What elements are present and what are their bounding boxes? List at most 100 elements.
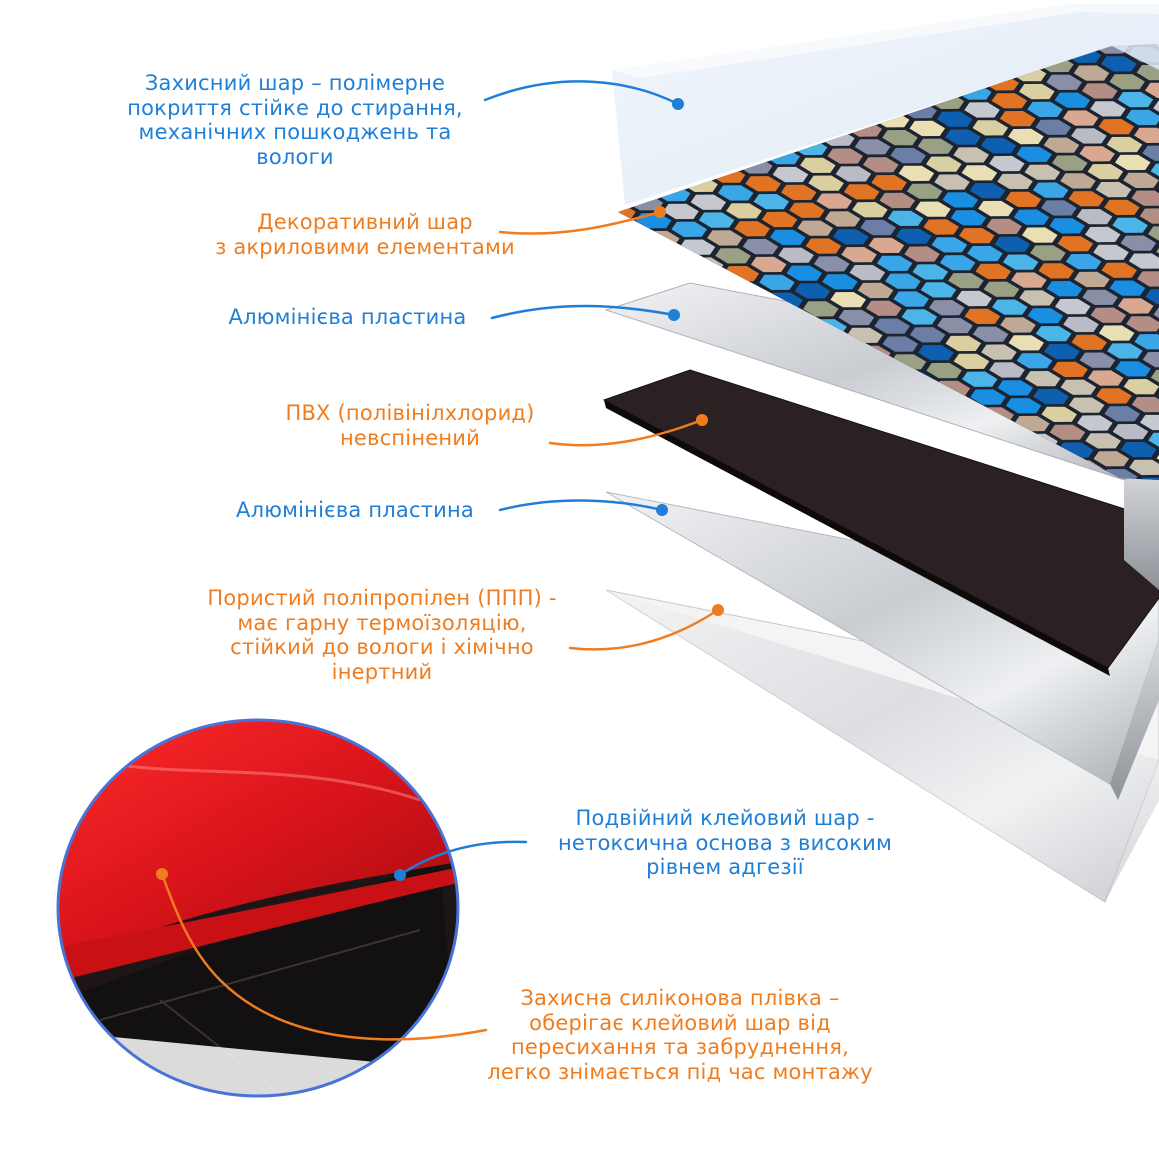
hex-tile — [794, 283, 831, 299]
hex-tile — [936, 111, 973, 127]
hex-tile — [1076, 209, 1113, 225]
hex-tile — [1060, 379, 1097, 395]
hex-tile — [1093, 244, 1129, 260]
hex-tile — [860, 219, 896, 236]
label-silicone-film: Захисна силіконова плівка – оберігає кле… — [487, 986, 873, 1084]
leader-aluminium1 — [490, 304, 676, 320]
hex-tile — [1085, 433, 1121, 449]
hex-tile — [1063, 316, 1099, 333]
dot-decorative — [654, 206, 666, 218]
hex-tile — [1041, 406, 1077, 422]
hex-tile — [918, 345, 954, 361]
hex-tile — [1057, 236, 1094, 252]
hex-tile — [1125, 109, 1159, 126]
leader-decorative — [498, 210, 662, 235]
hex-tile — [989, 362, 1025, 378]
hex-tile — [1074, 271, 1110, 288]
hex-tile — [1005, 398, 1042, 414]
hex-tile — [1038, 263, 1074, 279]
hex-tile — [1101, 262, 1137, 278]
hex-tile — [868, 237, 905, 254]
hex-tile — [717, 185, 754, 201]
leader-adhesive — [398, 840, 528, 877]
hex-tile — [887, 210, 924, 226]
label-protective-layer: Захисний шар – полімерне покриття стійке… — [127, 71, 463, 169]
hex-tile — [967, 245, 1003, 262]
hex-tile — [1011, 272, 1047, 288]
hex-tile — [964, 308, 1001, 324]
hex-tile — [890, 147, 926, 164]
hex-tile — [1145, 82, 1159, 98]
hex-tile — [1148, 432, 1159, 448]
hex-tile — [816, 193, 853, 209]
hex-tile — [1062, 110, 1099, 126]
dot-adhesive — [394, 869, 406, 881]
leader-silicone — [160, 872, 488, 1041]
hex-tile — [989, 155, 1025, 172]
hex-tile — [1024, 164, 1061, 180]
hex-tile — [1128, 253, 1159, 269]
hex-tile — [805, 238, 842, 254]
hex-tile — [1117, 91, 1154, 108]
hex-tile — [1106, 136, 1143, 153]
hex-tile — [1025, 371, 1061, 387]
hex-tile — [1109, 74, 1145, 90]
hex-tile — [1068, 397, 1105, 413]
hex-tile — [778, 247, 814, 263]
hex-tile — [1071, 334, 1107, 350]
hex-tile — [1090, 307, 1127, 323]
hex-tile — [997, 380, 1034, 396]
hex-tile — [980, 138, 1017, 154]
hex-tile — [1065, 253, 1102, 270]
hex-tile — [969, 183, 1006, 199]
hex-tile — [975, 263, 1012, 280]
hex-tile — [937, 317, 973, 334]
hex-tile — [1077, 415, 1113, 431]
hex-tile — [1131, 190, 1159, 206]
hex-tile — [835, 166, 872, 182]
zoom-circle-border — [56, 718, 460, 1098]
hex-tile — [1074, 478, 1110, 480]
leader-pvc — [548, 418, 704, 447]
hex-tile — [882, 130, 918, 146]
hex-tile — [953, 353, 990, 369]
hex-tile — [1093, 451, 1130, 467]
hex-tile — [912, 264, 949, 280]
hex-tile — [1046, 74, 1082, 90]
hex-tile — [986, 218, 1022, 235]
hex-tile — [915, 201, 951, 217]
hex-tile — [726, 203, 762, 219]
hex-tile — [879, 192, 916, 209]
hex-tile — [753, 194, 790, 210]
hex-tile — [1041, 200, 1077, 216]
hex-tile — [780, 184, 817, 201]
hex-tile — [999, 111, 1036, 127]
hex-tile — [742, 238, 779, 255]
hex-tile — [1049, 218, 1085, 234]
hex-tile — [1073, 65, 1110, 81]
hex-tile — [690, 194, 727, 210]
hex-tile — [926, 156, 962, 172]
hex-tile — [961, 165, 998, 181]
hex-tile — [1095, 181, 1132, 198]
hex-tile — [1005, 191, 1042, 207]
hex-tile — [1098, 119, 1135, 135]
hex-tile — [803, 301, 839, 317]
hex-tile — [991, 93, 1028, 109]
leader-protective — [483, 80, 680, 106]
hex-tile — [962, 371, 998, 387]
hex-tile — [959, 228, 995, 244]
hex-tile — [800, 157, 836, 173]
hex-tile — [1129, 459, 1159, 476]
hex-tile — [1079, 146, 1115, 162]
hex-tile — [1035, 119, 1072, 135]
hex-tile — [813, 256, 850, 272]
hex-tile — [1096, 388, 1132, 404]
hex-tile — [994, 236, 1031, 252]
hex-tile — [841, 247, 877, 263]
hex-tile — [1060, 173, 1096, 189]
hex-tile — [972, 326, 1009, 342]
hex-tile — [874, 318, 910, 334]
hex-tile — [838, 309, 875, 326]
